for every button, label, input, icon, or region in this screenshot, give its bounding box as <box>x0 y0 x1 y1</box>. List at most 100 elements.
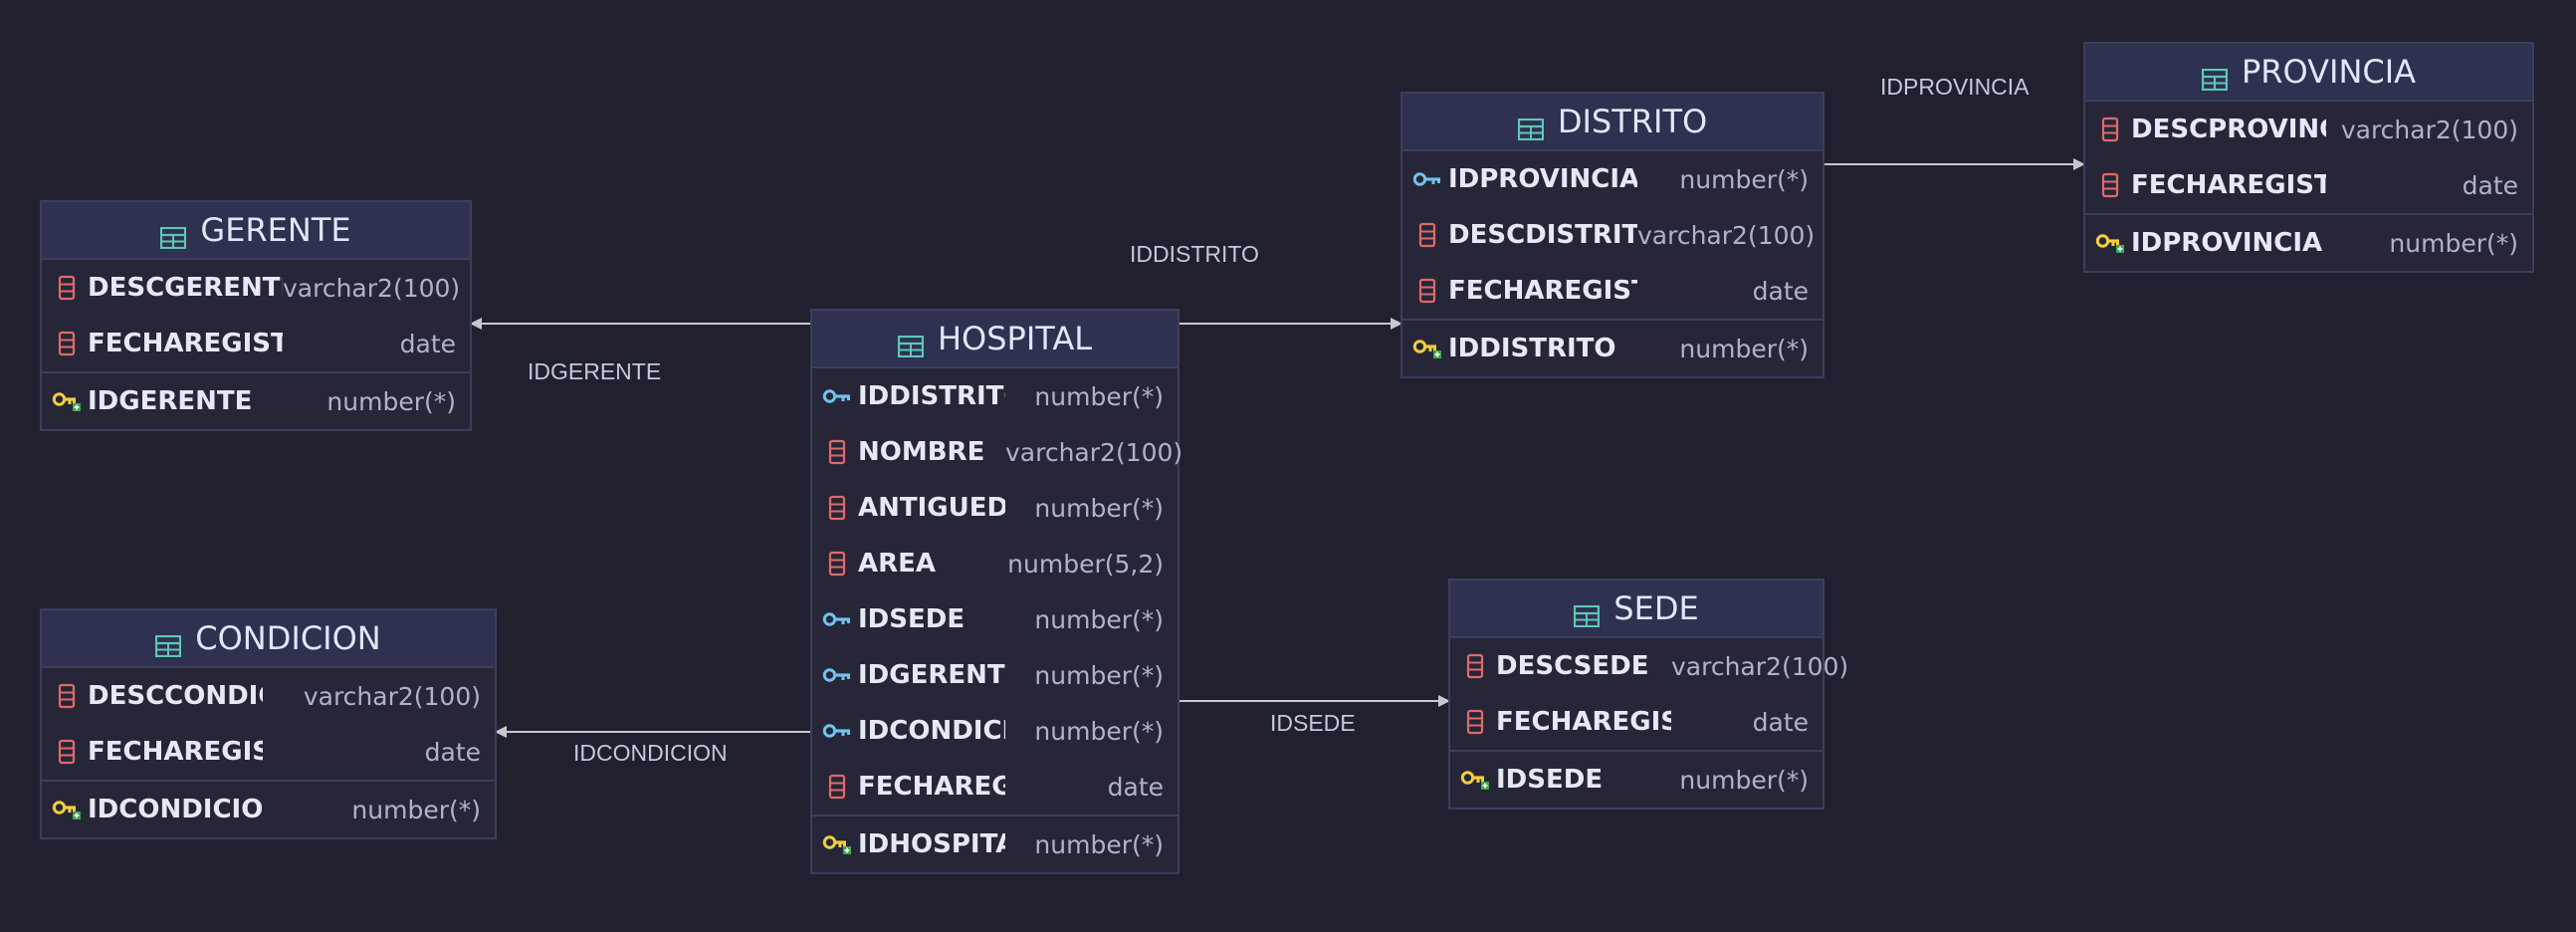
column-name: IDPROVINCIA <box>2131 228 2323 258</box>
entity-header: GERENTE <box>42 202 470 260</box>
column-name: DESCGERENTE <box>88 273 283 303</box>
column-icon <box>1412 278 1442 304</box>
primary-key-section: IDGERENTE number(*) <box>42 371 470 429</box>
primary-key-icon <box>822 831 852 857</box>
column-list: DESCPROVINCIA varchar2(100) FECHAREGISTROd… <box>2085 102 2532 213</box>
column-name: IDPROVINCIA <box>1448 164 1637 194</box>
foreign-key-icon <box>822 662 852 688</box>
entity-provincia[interactable]: PROVINCIA DESCPROVINCIA varchar2(100) FECHA… <box>2083 42 2534 273</box>
foreign-key-icon <box>822 383 852 409</box>
column-row[interactable]: DESCPROVINCIA varchar2(100) <box>2085 102 2532 157</box>
entity-title: GERENTE <box>200 211 351 249</box>
column-row[interactable]: ANTIGUEDADnumber(*) <box>812 480 1178 536</box>
entity-hospital[interactable]: HOSPITALIDDISTRITOnumber(*)NOMBREvarchar… <box>810 309 1182 874</box>
column-row[interactable]: FECHAREGISTROdate <box>812 759 1178 815</box>
column-row[interactable]: DESCCONDICIONvarchar2(100) <box>42 668 495 724</box>
relationship-label-iddistrito: IDDISTRITO <box>1130 241 1259 267</box>
column-type: number(*) <box>326 386 456 416</box>
entity-title: DISTRITO <box>1557 103 1708 140</box>
column-icon <box>2095 172 2125 198</box>
entity-title: PROVINCIA <box>2241 53 2417 91</box>
column-icon <box>822 551 852 577</box>
column-type: number(*) <box>1034 381 1164 411</box>
column-row[interactable]: FECHAREGISTROdate <box>1402 263 1823 319</box>
column-icon <box>2095 116 2125 142</box>
column-type: number(*) <box>1679 334 1809 363</box>
entity-sede[interactable]: SEDEDESCSEDEvarchar2(100)FECHAREGISTROda… <box>1448 579 1848 810</box>
primary-key-row[interactable]: IDHOSPITAL number(*) <box>812 816 1178 872</box>
table-icon <box>1517 111 1544 141</box>
column-name: FECHAREGISTRO <box>858 772 1005 802</box>
column-type: number(*) <box>1034 829 1164 859</box>
column-name: IDCONDICION <box>88 795 263 824</box>
relationship-label-idcondicion: IDCONDICION <box>573 740 728 766</box>
column-name: IDGERENTE <box>88 386 253 416</box>
entity-distrito[interactable]: DISTRITO IDPROVINCIA number(*) DESCDISTRITO… <box>1400 92 1825 378</box>
column-name: FECHAREGISTRO <box>2131 170 2326 200</box>
column-name: FECHAREGISTRO <box>1496 707 1671 737</box>
column-icon <box>52 683 82 709</box>
column-type: varchar2(100) <box>1637 220 1816 250</box>
entity-condicion[interactable]: CONDICIONDESCCONDICIONvarchar2(100)FECHA… <box>40 608 497 839</box>
column-row[interactable]: IDCONDICIONnumber(*) <box>812 703 1178 759</box>
table-icon <box>155 627 182 658</box>
primary-key-row[interactable]: IDGERENTE number(*) <box>42 373 470 429</box>
column-icon <box>52 331 82 356</box>
column-name: IDGERENTE <box>858 660 1005 690</box>
column-list: IDDISTRITO number(*) NOMBREvarchar2(100)AN… <box>812 368 1182 815</box>
column-type: number(*) <box>1679 765 1809 795</box>
column-type: number(*) <box>2389 228 2518 258</box>
column-name: IDDISTRITO <box>1448 334 1616 363</box>
primary-key-section: IDCONDICIONnumber(*) <box>42 780 495 837</box>
column-row[interactable]: FECHAREGISTROdate <box>42 724 495 780</box>
column-type: number(*) <box>1034 604 1164 634</box>
primary-key-section: IDHOSPITAL number(*) <box>812 815 1178 872</box>
entity-header: DISTRITO <box>1402 94 1823 151</box>
column-list: IDPROVINCIA number(*) DESCDISTRITOvarchar2… <box>1402 151 1823 319</box>
column-icon <box>52 275 82 301</box>
table-icon <box>2201 61 2229 92</box>
column-type: date <box>424 737 481 767</box>
entity-header: CONDICION <box>42 610 495 668</box>
primary-key-row[interactable]: IDPROVINCIA number(*) <box>2085 215 2532 271</box>
column-type: number(*) <box>1679 164 1809 194</box>
column-row[interactable]: FECHAREGISTROdate <box>1450 694 1823 750</box>
column-type: varchar2(100) <box>1671 651 1849 681</box>
column-name: IDDISTRITO <box>858 381 1005 411</box>
column-type: number(*) <box>1034 660 1164 690</box>
column-name: DESCDISTRITO <box>1448 220 1637 250</box>
column-icon <box>822 439 852 465</box>
column-name: NOMBRE <box>858 437 985 467</box>
column-row[interactable]: DESCDISTRITOvarchar2(100) <box>1402 207 1823 263</box>
column-name: DESCPROVINCIA <box>2131 115 2326 144</box>
primary-key-icon <box>1460 767 1490 793</box>
table-icon <box>1574 597 1601 628</box>
column-type: number(*) <box>1034 493 1164 523</box>
column-type: varchar2(100) <box>2340 115 2518 144</box>
column-name: FECHAREGISTRO <box>88 329 283 358</box>
foreign-key-icon <box>1412 166 1442 192</box>
column-row[interactable]: IDGERENTE number(*) <box>812 647 1178 703</box>
primary-key-icon <box>52 797 82 822</box>
primary-key-row[interactable]: IDDISTRITO number(*) <box>1402 321 1823 376</box>
column-type: date <box>399 329 456 358</box>
column-name: FECHAREGISTRO <box>1448 276 1637 306</box>
column-name: IDHOSPITAL <box>858 829 1005 859</box>
column-row[interactable]: IDDISTRITO number(*) <box>812 368 1178 424</box>
column-icon <box>822 774 852 800</box>
column-row[interactable]: IDPROVINCIA number(*) <box>1402 151 1823 207</box>
primary-key-row[interactable]: IDCONDICIONnumber(*) <box>42 782 495 837</box>
column-row[interactable]: FECHAREGISTRO date <box>42 316 470 371</box>
column-row[interactable]: FECHAREGISTROdate <box>2085 157 2532 213</box>
